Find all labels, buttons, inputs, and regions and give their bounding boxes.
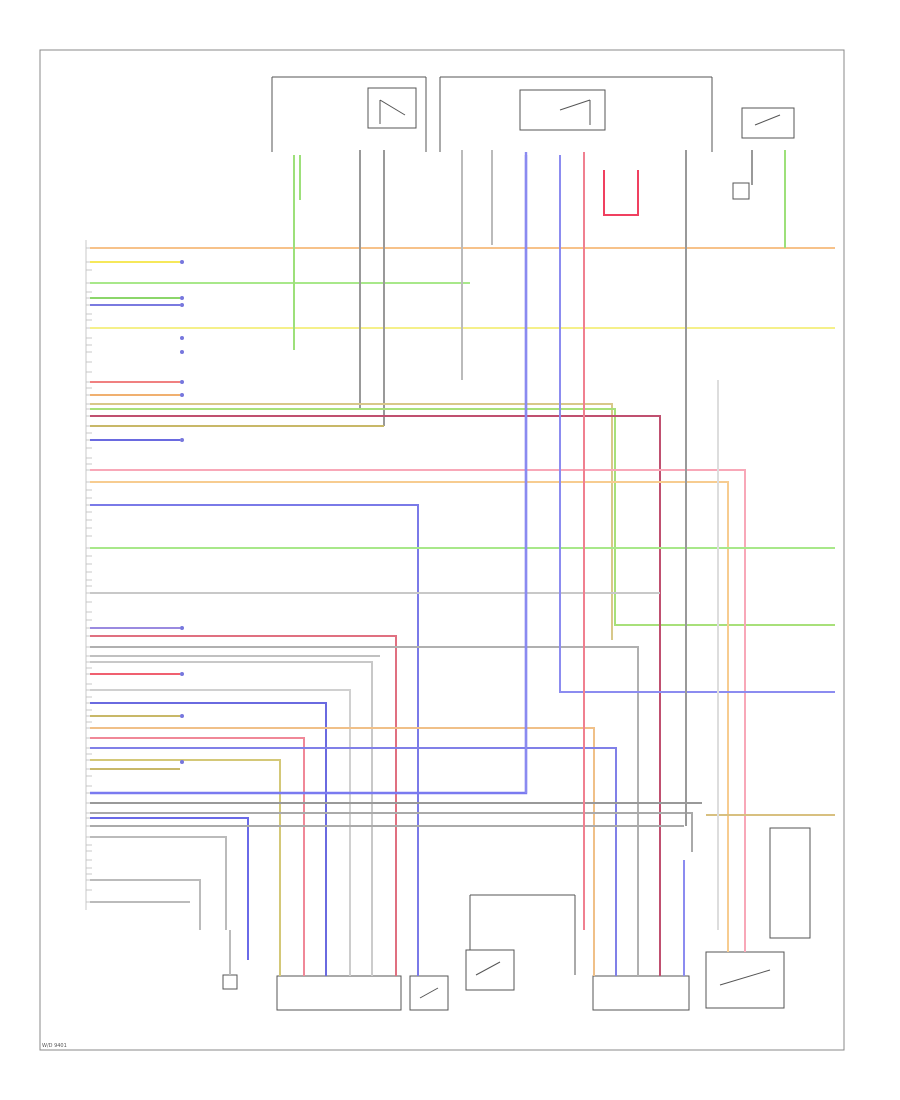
wire-blue-bus bbox=[90, 155, 528, 795]
wire-pink-2 bbox=[90, 737, 305, 930]
wire-blue-3 bbox=[90, 747, 617, 930]
wire-gray-4 bbox=[90, 661, 373, 930]
ground-left bbox=[222, 974, 238, 990]
note-box-bottom-right bbox=[769, 827, 811, 939]
relay-box-bottom-right bbox=[705, 951, 785, 1009]
wire-gray-10 bbox=[90, 879, 201, 930]
wire-pink-long bbox=[90, 469, 746, 930]
wire-gray-9 bbox=[90, 836, 227, 930]
switch-symbols bbox=[419, 894, 771, 999]
junction-dots bbox=[180, 260, 184, 764]
top-fuse-panel-right bbox=[439, 76, 713, 152]
wire-gray-5 bbox=[90, 689, 351, 930]
wire-peach-2 bbox=[90, 727, 595, 930]
wire-olive-2 bbox=[90, 408, 835, 626]
module-box-right bbox=[592, 975, 690, 1011]
wire-red-loop bbox=[603, 170, 639, 216]
left-connector-pins bbox=[85, 240, 92, 910]
top-right-relay bbox=[732, 107, 795, 200]
bottom-components bbox=[222, 827, 811, 1011]
wire-gray-2 bbox=[90, 646, 639, 930]
footer-code: W/D 9401 bbox=[42, 1043, 67, 1049]
top-fuse-panel-left bbox=[271, 76, 427, 152]
wire-blue-vert-2 bbox=[559, 155, 835, 693]
switch-box bbox=[465, 949, 515, 991]
wire-maroon bbox=[90, 415, 661, 890]
wire-gray-7 bbox=[90, 812, 693, 852]
wire-peach-long bbox=[90, 481, 729, 930]
wire-blue-4 bbox=[90, 817, 249, 930]
wire-blue-2 bbox=[90, 702, 327, 930]
wire-blue-long bbox=[90, 504, 419, 930]
wire-olive-1 bbox=[90, 403, 613, 640]
wire-red-2 bbox=[90, 635, 397, 930]
wires bbox=[90, 150, 835, 930]
module-box-left bbox=[276, 975, 402, 1011]
diagram-frame bbox=[39, 49, 845, 1051]
wire-olive-5 bbox=[90, 759, 281, 930]
bottom-stubs bbox=[229, 890, 746, 976]
